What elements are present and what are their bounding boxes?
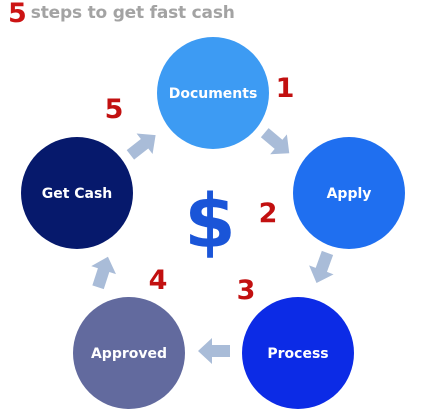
step-circle [73,297,185,409]
step-number-5: 5 [105,94,124,125]
step-label: Get Cash [42,186,113,202]
step-node-approved: Approved [73,297,185,409]
step-number-3: 3 [237,275,256,306]
arrow-shape [126,133,156,160]
step-number-2: 2 [259,198,278,229]
arrow-process-to-approved [198,338,230,364]
step-node-process: Process [242,297,354,409]
step-circle [157,37,269,149]
step-circle [21,137,133,249]
title-text: steps to get fast cash [30,3,235,23]
dollar-icon: $ [184,179,236,265]
step-number-4: 4 [149,265,168,296]
step-label: Approved [91,346,167,362]
title-number: 5 [8,0,27,29]
step-node-apply: Apply [293,137,405,249]
arrow-documents-to-apply [260,128,290,155]
arrow-apply-to-process [309,250,334,284]
arrow-approved-to-getcash [91,256,116,290]
arrow-shape [91,256,116,290]
step-label: Process [267,346,328,362]
step-node-documents: Documents [157,37,269,149]
arrow-shape [260,128,290,155]
step-number-1: 1 [276,73,295,104]
step-label: Apply [327,186,372,202]
step-circle [242,297,354,409]
arrow-shape [309,250,334,284]
step-label: Documents [169,86,258,102]
step-circle [293,137,405,249]
arrow-getcash-to-documents [126,133,156,160]
step-node-get-cash: Get Cash [21,137,133,249]
arrow-shape [198,338,230,364]
